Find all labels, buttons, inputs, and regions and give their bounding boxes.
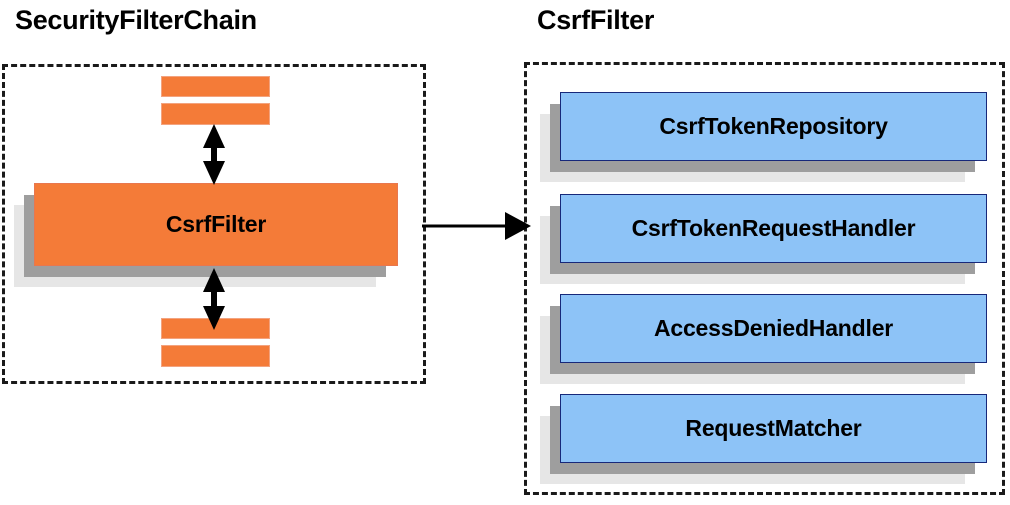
panel-title-security-filter-chain: SecurityFilterChain [15, 5, 257, 35]
card-face: CsrfTokenRequestHandler [560, 194, 987, 263]
component-label: RequestMatcher [685, 415, 862, 441]
component-label: AccessDeniedHandler [653, 315, 894, 341]
component-access-denied-handler[interactable]: AccessDeniedHandler [540, 294, 1000, 384]
card-face: RequestMatcher [560, 394, 987, 463]
panel-title-csrf-filter: CsrfFilter [537, 5, 655, 35]
filter-bar-top-2 [161, 103, 270, 125]
card-face: CsrfFilter [34, 183, 398, 266]
component-label: CsrfTokenRepository [659, 113, 888, 139]
component-csrf-token-request-handler[interactable]: CsrfTokenRequestHandler [540, 194, 1000, 284]
component-label: CsrfFilter [165, 211, 267, 237]
expands-into-arrow-icon [422, 212, 531, 240]
card-face: CsrfTokenRepository [560, 92, 987, 161]
filter-bar-bottom-1 [161, 318, 270, 339]
group-box-csrf-filter-detail [524, 62, 1005, 495]
filter-bar-top-1 [161, 76, 270, 97]
filter-bar-bottom-2 [161, 345, 270, 367]
group-box-security-filter-chain [2, 64, 426, 384]
component-label: CsrfTokenRequestHandler [631, 215, 916, 241]
card-face: AccessDeniedHandler [560, 294, 987, 363]
component-csrf-token-repository[interactable]: CsrfTokenRepository [540, 92, 1000, 182]
component-request-matcher[interactable]: RequestMatcher [540, 394, 1000, 484]
component-csrf-filter[interactable]: CsrfFilter [14, 183, 404, 293]
